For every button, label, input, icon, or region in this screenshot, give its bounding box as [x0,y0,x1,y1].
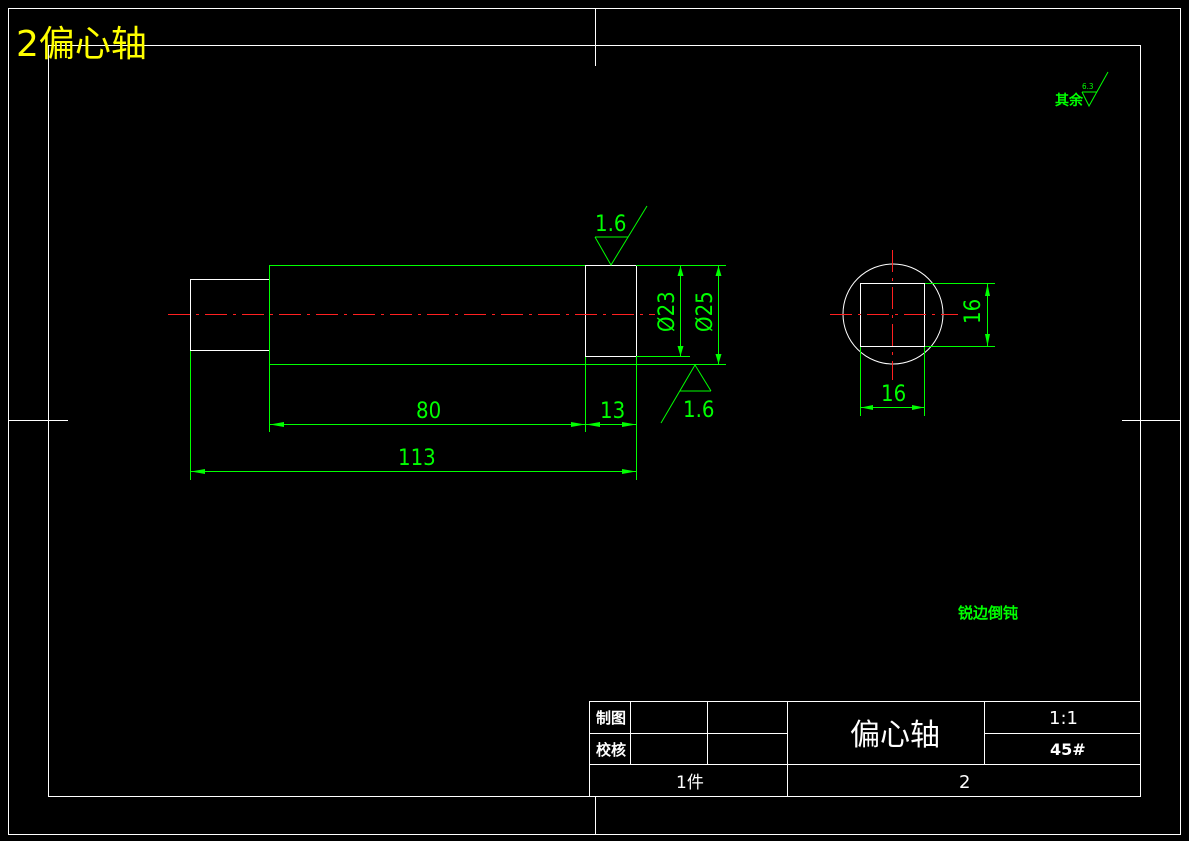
dim-diameter-23: Ø23 [655,291,680,332]
title-block-checked-by-label: 校核 [596,741,626,759]
dim-side-horizontal-16: 16 [881,382,906,407]
title-block-scale: 1:1 [1049,708,1078,729]
roughness-top-icon [594,205,648,266]
roughness-bottom-value: 1.6 [683,398,714,423]
title-block-drawn-by-label: 制图 [596,709,626,727]
roughness-symbol-bottom: 1.6 [660,364,714,424]
general-roughness-note: 其余 6.3 [1055,71,1109,109]
dim-length-113: 113 [398,446,436,471]
front-view: Ø23 Ø25 80 13 113 1.6 1.6 [168,205,726,480]
drawing-frame [48,45,1141,797]
title-block: 制图 校核 偏心轴 1:1 45# 1件 2 [589,701,1141,797]
title-block-part-name: 偏心轴 [850,718,940,753]
technical-note: 锐边倒钝 [958,604,1018,622]
sheet-border [8,8,1181,835]
roughness-note-label: 其余 [1055,92,1084,109]
dim-length-80: 80 [416,399,441,424]
dim-length-13: 13 [600,399,625,424]
roughness-symbol-icon [1081,71,1109,108]
roughness-bottom-icon [660,364,712,424]
title-block-drawing-number: 2 [959,772,970,793]
title-block-quantity: 1件 [676,773,704,793]
drawing-title: 2偏心轴 [16,24,147,65]
roughness-top-value: 1.6 [595,212,626,237]
roughness-note-value: 6.3 [1082,82,1093,91]
centering-marks [8,8,1181,834]
side-view: 16 16 [830,250,995,416]
roughness-symbol-top: 1.6 [594,205,648,266]
title-block-material: 45# [1050,740,1086,759]
dim-side-vertical-16: 16 [961,299,986,324]
dim-diameter-25: Ø25 [693,291,718,332]
shaft-collar [585,265,637,357]
